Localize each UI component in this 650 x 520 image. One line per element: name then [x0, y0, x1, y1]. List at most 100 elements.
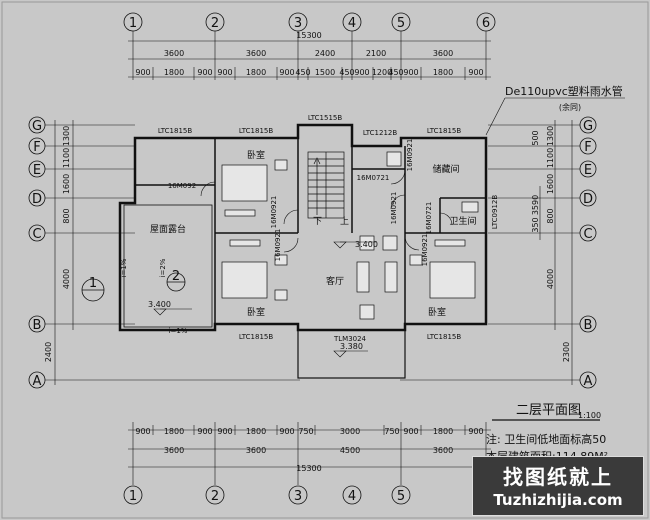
door-label: TLM3024 — [333, 335, 367, 343]
room-bedroom-se: 卧室 — [428, 306, 446, 318]
dim-left: 4000 — [62, 269, 71, 289]
stair-down-label: 下 — [313, 217, 322, 227]
dim-sub-bottom: 750 — [384, 427, 399, 436]
bed-se — [429, 261, 476, 299]
pipe-note: De110upvc塑料雨水管 — [505, 84, 623, 98]
axis-label-bottom: 3 — [294, 489, 302, 504]
axis-label-top: 2 — [211, 16, 219, 31]
axis-label-left: G — [32, 119, 42, 134]
door-label: 16M0721 — [425, 202, 433, 235]
wardrobe — [224, 209, 256, 217]
left-dimension-lines — [45, 120, 300, 385]
nightstand — [274, 254, 288, 266]
dim-total-top: 15300 — [296, 31, 321, 40]
axis-label-left: D — [32, 192, 42, 207]
dim-sub: 900 — [135, 68, 150, 77]
dim-left: 800 — [62, 208, 71, 223]
elevation-main: 3.400 — [355, 240, 378, 249]
axis-label-bottom: 5 — [397, 489, 405, 504]
dim-sub: 900 — [279, 68, 294, 77]
door-swings — [200, 169, 453, 253]
sofa — [384, 261, 398, 293]
furniture — [221, 151, 479, 320]
axis-label-right: E — [584, 163, 592, 178]
window-label: LTC1212B — [363, 129, 398, 137]
right-dimension-lines — [400, 120, 580, 385]
dim-sub: 450 — [388, 68, 403, 77]
dim-bay-bottom: 4500 — [340, 446, 360, 455]
dim-left: 1600 — [62, 174, 71, 194]
axis-label-top: 3 — [294, 16, 302, 31]
door-label: 16M0721 — [357, 174, 390, 182]
dim-left: 1300 — [62, 126, 71, 146]
dim-sub-bottom: 900 — [468, 427, 483, 436]
dim-right: 2300 — [562, 342, 571, 362]
dim-sub: 1800 — [433, 68, 453, 77]
axis-label-right: F — [584, 140, 591, 155]
axis-label-top: 4 — [348, 16, 356, 31]
dim-bay: 3600 — [433, 49, 453, 58]
dim-bay: 2400 — [315, 49, 335, 58]
dim-right: 800 — [546, 208, 555, 223]
room-storage: 储藏间 — [432, 163, 459, 175]
dim-sub-bottom: 900 — [197, 427, 212, 436]
axis-label-left: B — [33, 318, 42, 333]
watermark-chinese: 找图纸就上 — [503, 465, 613, 489]
slope-label: i=2% — [159, 258, 167, 277]
door-label: 16M0921 — [274, 229, 282, 262]
dim-sub: 900 — [468, 68, 483, 77]
bottom-axis-bubbles — [123, 485, 411, 505]
callout-number: 2 — [172, 269, 180, 284]
dim-sub-bottom: 900 — [403, 427, 418, 436]
dim-left: 2400 — [44, 342, 53, 362]
room-bedroom-sw: 卧室 — [247, 306, 265, 318]
dim-sub-bottom: 900 — [279, 427, 294, 436]
dim-sub-bottom: 900 — [135, 427, 150, 436]
axis-label-bottom: 1 — [129, 489, 137, 504]
dim-sub: 900 — [354, 68, 369, 77]
balcony — [297, 329, 406, 379]
dim-sub-bottom: 3000 — [340, 427, 360, 436]
dim-bay-bottom: 3600 — [433, 446, 453, 455]
dim-sub-bottom: 1800 — [433, 427, 453, 436]
dim-sub: 1200 — [372, 68, 392, 77]
dim-right-small: 3590 — [531, 195, 540, 215]
axis-label-left: C — [32, 227, 41, 242]
axis-label-right: G — [583, 119, 593, 134]
room-terrace: 屋面露台 — [150, 223, 186, 235]
right-axis-bubbles — [579, 116, 597, 389]
wc-fixture — [386, 151, 402, 167]
axis-label-top: 6 — [482, 16, 490, 31]
dim-right: 1100 — [546, 148, 555, 168]
top-dimension-lines — [128, 31, 491, 80]
watermark-badge: 找图纸就上 Tuzhizhijia.com — [472, 456, 644, 516]
elevation-balcony: 3.380 — [340, 342, 363, 351]
drawing-scale: 1:100 — [578, 411, 601, 420]
window-label: LTC1815B — [239, 333, 274, 341]
axis-label-top: 5 — [397, 16, 405, 31]
dim-sub: 450 — [339, 68, 354, 77]
window-label: LTC1815B — [158, 127, 193, 135]
dim-sub: 450 — [295, 68, 310, 77]
watermark-url: Tuzhizhijia.com — [493, 491, 623, 509]
dim-sub-bottom: 1800 — [164, 427, 184, 436]
callout-number: 1 — [89, 276, 97, 291]
room-living: 客厅 — [326, 275, 344, 287]
axis-label-bottom: 4 — [348, 489, 356, 504]
dim-sub: 1800 — [164, 68, 184, 77]
axis-label-right: A — [584, 374, 593, 389]
dim-bay-bottom: 3600 — [164, 446, 184, 455]
axis-label-right: B — [584, 318, 593, 333]
axis-label-left: A — [33, 374, 42, 389]
armchair — [359, 304, 375, 320]
dim-sub: 1800 — [246, 68, 266, 77]
dim-left: 1100 — [62, 148, 71, 168]
window-label: LTC1815B — [427, 127, 462, 135]
bed-sw — [221, 261, 268, 299]
dim-bay: 2100 — [366, 49, 386, 58]
sofa — [356, 261, 370, 293]
nightstand — [274, 289, 288, 301]
axis-label-bottom: 2 — [211, 489, 219, 504]
